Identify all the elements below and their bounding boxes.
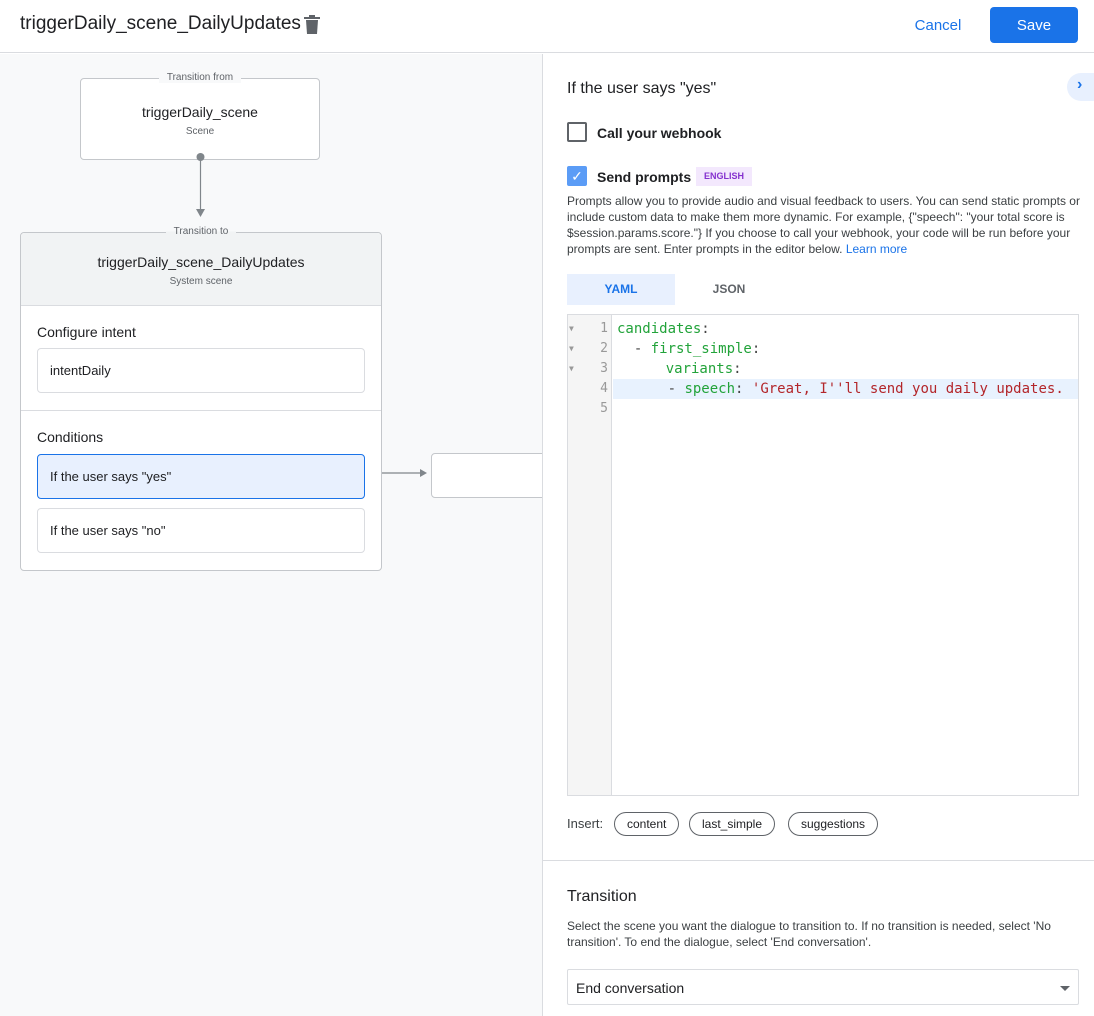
transition-to-legend: Transition to: [165, 226, 237, 237]
code-line: candidates:: [617, 321, 710, 337]
intent-item[interactable]: intentDaily: [37, 348, 365, 393]
target-node[interactable]: [431, 453, 542, 498]
editor-gutter: [568, 315, 612, 795]
save-button[interactable]: Save: [990, 7, 1078, 43]
transition-description: Select the scene you want the dialogue t…: [567, 919, 1051, 949]
page-title: triggerDaily_scene_DailyUpdates: [20, 13, 301, 34]
insert-label: Insert:: [567, 816, 604, 831]
fold-icon[interactable]: ▼: [569, 324, 574, 333]
tab-yaml[interactable]: YAML: [567, 274, 675, 305]
description-text: Prompts allow you to provide audio and v…: [567, 194, 1080, 256]
to-scene-name: triggerDaily_scene_DailyUpdates: [97, 254, 305, 270]
code-line: variants:: [665, 361, 742, 377]
delete-icon[interactable]: [304, 15, 320, 34]
to-node-header: [21, 233, 381, 306]
line-number: 2: [600, 341, 608, 356]
conditions-label: Conditions: [37, 429, 104, 445]
condition-yes[interactable]: If the user says "yes": [37, 454, 365, 499]
to-scene-type: System scene: [169, 276, 233, 287]
insert-chip-last-simple[interactable]: last_simple: [689, 812, 776, 836]
code-line: - first_simple:: [617, 341, 761, 357]
cancel-button[interactable]: Cancel: [904, 8, 972, 42]
condition-panel: If the user says "yes" › Call your webho…: [542, 54, 1094, 1016]
fold-icon[interactable]: ▼: [569, 344, 574, 353]
check-icon: ✓: [571, 168, 583, 184]
prompts-description: Prompts allow you to provide audio and v…: [567, 193, 1087, 257]
webhook-label: Call your webhook: [597, 125, 722, 141]
tab-json[interactable]: JSON: [712, 282, 746, 296]
configure-intent-label: Configure intent: [37, 324, 136, 340]
transition-selected-value: End conversation: [576, 980, 685, 996]
line-number: 4: [600, 381, 608, 396]
fold-icon[interactable]: ▼: [569, 364, 574, 373]
webhook-checkbox[interactable]: [567, 122, 587, 142]
transition-title: Transition: [567, 888, 637, 905]
section-divider: [543, 860, 1094, 861]
send-prompts-checkbox[interactable]: ✓: [567, 166, 587, 186]
from-scene-name: triggerDaily_scene: [142, 104, 258, 120]
insert-chip-suggestions[interactable]: suggestions: [788, 812, 879, 836]
learn-more-link[interactable]: Learn more: [845, 242, 908, 256]
condition-no[interactable]: If the user says "no": [37, 508, 365, 553]
divider: [21, 410, 381, 411]
from-scene-type: Scene: [185, 126, 215, 137]
line-number: 5: [600, 401, 608, 416]
transition-select[interactable]: End conversation: [567, 969, 1079, 1005]
dropdown-arrow-icon: [1060, 986, 1070, 991]
transition-from-node[interactable]: Transition from triggerDaily_scene Scene: [80, 72, 320, 160]
line-number: 1: [600, 321, 608, 336]
collapse-panel-button[interactable]: ›: [1067, 73, 1094, 101]
language-badge: ENGLISH: [696, 167, 753, 186]
top-bar: triggerDaily_scene_DailyUpdates Cancel S…: [0, 0, 1094, 53]
insert-chip-content[interactable]: content: [614, 812, 680, 836]
scene-canvas[interactable]: Transition from triggerDaily_scene Scene…: [0, 54, 542, 1016]
line-number: 3: [600, 361, 608, 376]
code-editor[interactable]: candidates: - first_simple: variants: - …: [567, 314, 1079, 796]
send-prompts-label: Send prompts: [597, 169, 692, 185]
code-line-active: - speech: 'Great, I''ll send you daily u…: [613, 379, 1078, 399]
panel-title: If the user says "yes": [567, 80, 717, 97]
transition-from-legend: Transition from: [158, 72, 242, 83]
chevron-right-icon: ›: [1077, 76, 1083, 93]
